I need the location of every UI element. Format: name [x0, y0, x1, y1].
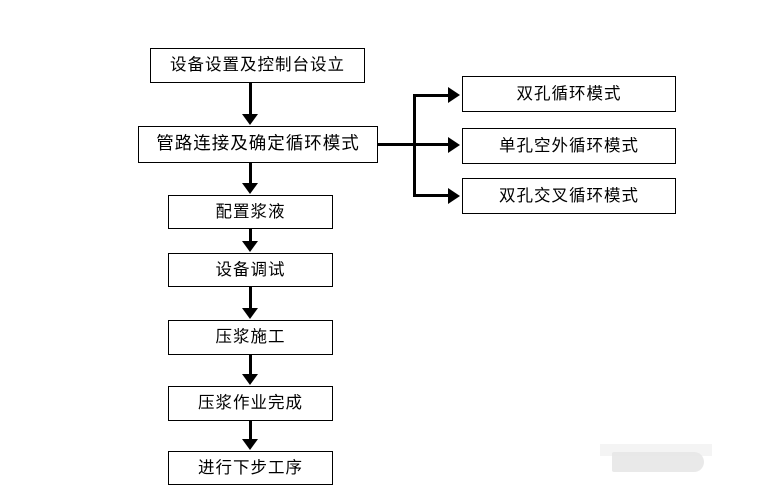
- connector-debug-to-grouting: [249, 287, 252, 309]
- node-setup[interactable]: 设备设置及控制台设立: [150, 48, 365, 83]
- arrow-down-icon: [242, 183, 258, 194]
- node-next-process[interactable]: 进行下步工序: [168, 451, 333, 485]
- connector-branch-to-mode3: [413, 194, 450, 197]
- node-next-process-label: 进行下步工序: [198, 457, 303, 477]
- node-pipe-connection-label: 管路连接及确定循环模式: [156, 133, 360, 154]
- connector-slurry-to-debug: [249, 229, 252, 242]
- node-equipment-debug-label: 设备调试: [215, 259, 286, 279]
- connector-pipe-to-slurry: [249, 163, 252, 184]
- node-pipe-connection[interactable]: 管路连接及确定循环模式: [138, 126, 378, 163]
- node-mode-dual-hole-cross-circulation[interactable]: 双孔交叉循环模式: [462, 178, 676, 214]
- arrow-right-icon: [448, 137, 460, 153]
- arrow-down-icon: [242, 374, 258, 385]
- arrow-right-icon: [448, 87, 460, 103]
- node-mode-dual-hole-circulation[interactable]: 双孔循环模式: [462, 76, 676, 112]
- arrow-down-icon: [242, 439, 258, 450]
- node-grouting-complete[interactable]: 压浆作业完成: [168, 386, 333, 421]
- node-mode-single-hole-external-circulation-label: 单孔空外循环模式: [499, 135, 639, 155]
- connector-branch-to-mode1: [413, 94, 450, 97]
- node-slurry-mixing[interactable]: 配置浆液: [168, 195, 333, 229]
- node-equipment-debug[interactable]: 设备调试: [168, 253, 333, 287]
- connector-finish-to-next: [249, 421, 252, 440]
- node-grouting-construction-label: 压浆施工: [215, 327, 286, 347]
- node-slurry-mixing-label: 配置浆液: [215, 201, 286, 221]
- arrow-down-icon: [242, 114, 258, 125]
- node-setup-label: 设备设置及控制台设立: [170, 55, 345, 75]
- watermark-block: [612, 452, 704, 472]
- node-grouting-complete-label: 压浆作业完成: [198, 393, 303, 413]
- connector-grouting-to-finish: [249, 355, 252, 375]
- node-mode-single-hole-external-circulation[interactable]: 单孔空外循环模式: [462, 128, 676, 164]
- node-grouting-construction[interactable]: 压浆施工: [168, 320, 333, 355]
- arrow-down-icon: [242, 308, 258, 319]
- arrow-down-icon: [242, 241, 258, 252]
- connector-branch-stem: [378, 143, 416, 146]
- node-mode-dual-hole-cross-circulation-label: 双孔交叉循环模式: [499, 185, 639, 205]
- connector-setup-to-pipe: [249, 83, 252, 115]
- node-mode-dual-hole-circulation-label: 双孔循环模式: [516, 83, 622, 103]
- connector-branch-to-mode2: [413, 143, 450, 146]
- arrow-right-icon: [448, 188, 460, 204]
